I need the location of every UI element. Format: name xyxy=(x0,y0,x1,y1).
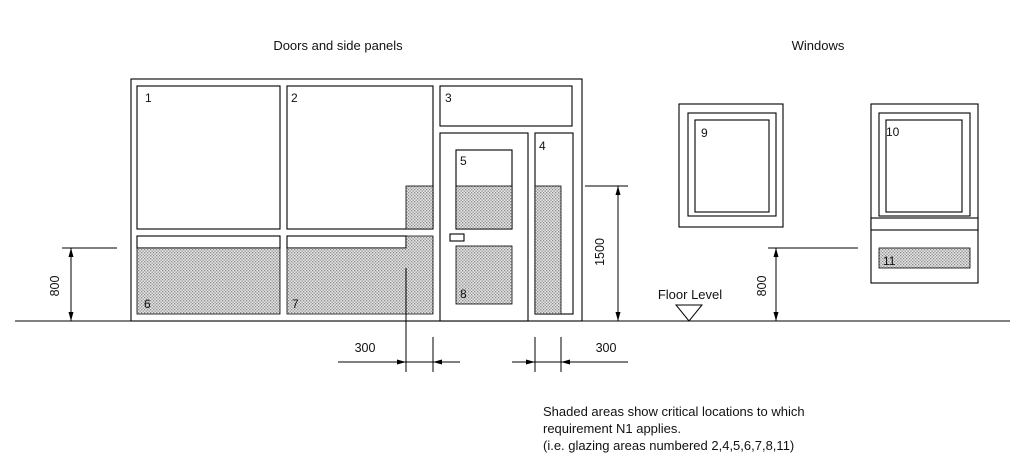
offset-left-arrow-a xyxy=(397,359,406,365)
floor-level-marker xyxy=(674,304,704,322)
door-handle xyxy=(449,233,465,242)
window-10-glass xyxy=(885,119,963,213)
panel-11-number: 11 xyxy=(883,254,896,268)
doors-heading: Doors and side panels xyxy=(273,38,403,53)
floor-level-label: Floor Level xyxy=(658,287,722,302)
note-line-1: Shaded areas show critical locations to … xyxy=(543,404,805,419)
window-transom xyxy=(870,217,979,231)
window-dimension-value: 800 xyxy=(755,276,769,297)
panel-4-shaded-area xyxy=(534,185,562,315)
door-dimension-arrow-top xyxy=(615,186,621,195)
panel-4-number: 4 xyxy=(539,139,546,153)
offset-left-value: 300 xyxy=(355,341,376,355)
note-line-2: requirement N1 applies. xyxy=(543,421,681,436)
panel-8-number: 8 xyxy=(460,287,467,301)
left-dimension-arrow-top xyxy=(68,248,74,257)
window-dimension-arrow-bottom xyxy=(773,312,779,321)
door-dimension-arrow-bottom xyxy=(615,312,621,321)
panel-9-number: 9 xyxy=(701,126,708,140)
panel-1-number: 1 xyxy=(145,91,152,105)
panel-2-number: 2 xyxy=(291,91,298,105)
left-dimension-value: 800 xyxy=(48,276,62,297)
panel-1 xyxy=(136,85,281,230)
panel-5-number: 5 xyxy=(460,154,467,168)
panel-5-shaded-area xyxy=(455,185,513,230)
panel-7-rail xyxy=(286,235,407,249)
panel-8-shaded-area xyxy=(455,245,513,305)
offset-right-arrow-a xyxy=(526,359,535,365)
panel-7-number: 7 xyxy=(292,297,299,311)
left-dimension-arrow-bottom xyxy=(68,312,74,321)
door-dimension-value: 1500 xyxy=(593,238,607,266)
offset-left-arrow-b xyxy=(433,359,442,365)
panel-3 xyxy=(439,85,573,127)
panel-6-number: 6 xyxy=(144,297,151,311)
panel-11-shaded-area xyxy=(878,247,971,269)
offset-right-value: 300 xyxy=(596,341,617,355)
offset-right-arrow-b xyxy=(561,359,570,365)
window-dimension-arrow-top xyxy=(773,248,779,257)
panel-7-shaded-area xyxy=(286,235,434,315)
note-line-3: (i.e. glazing areas numbered 2,4,5,6,7,8… xyxy=(543,438,794,453)
panel-6-shaded-area xyxy=(136,247,281,315)
window-9-glass xyxy=(694,119,770,213)
windows-heading: Windows xyxy=(792,38,845,53)
panel-10-number: 10 xyxy=(886,125,900,139)
panel-6-rail xyxy=(136,235,281,249)
panel-2-shaded-area xyxy=(405,185,434,230)
panel-3-number: 3 xyxy=(445,91,452,105)
